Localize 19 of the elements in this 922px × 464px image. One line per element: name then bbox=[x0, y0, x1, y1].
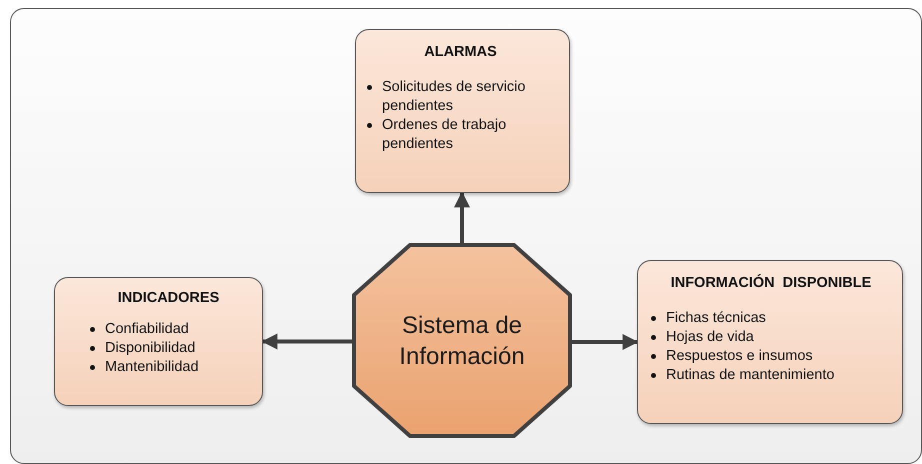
bullet-item: Rutinas de mantenimiento bbox=[666, 367, 834, 383]
bullet-item: Confiabilidad bbox=[105, 321, 189, 337]
info-card bbox=[637, 260, 903, 424]
alarm-card bbox=[355, 29, 570, 193]
bullet-item: Mantenibilidad bbox=[105, 359, 199, 375]
bullet-item: Solicitudes de servicio pendientes bbox=[382, 79, 526, 114]
arrow bbox=[572, 334, 639, 350]
bullet-item: Disponibilidad bbox=[105, 340, 196, 356]
bullet-item: Hojas de vida bbox=[666, 329, 754, 345]
arrow bbox=[261, 334, 352, 350]
arrow bbox=[454, 191, 470, 243]
node-title: Sistema de Información bbox=[398, 310, 526, 372]
bullet-item: Fichas técnicas bbox=[666, 310, 766, 326]
bullet-item: Respuestos e insumos bbox=[666, 348, 813, 364]
card-heading: ALARMAS bbox=[423, 44, 498, 60]
card-heading: INFORMACIÓN DISPONIBLE bbox=[670, 275, 872, 291]
bullet-item: Ordenes de trabajo pendientes bbox=[382, 117, 506, 152]
card-heading: INDICADORES bbox=[116, 290, 220, 306]
indicator-card bbox=[54, 277, 263, 406]
